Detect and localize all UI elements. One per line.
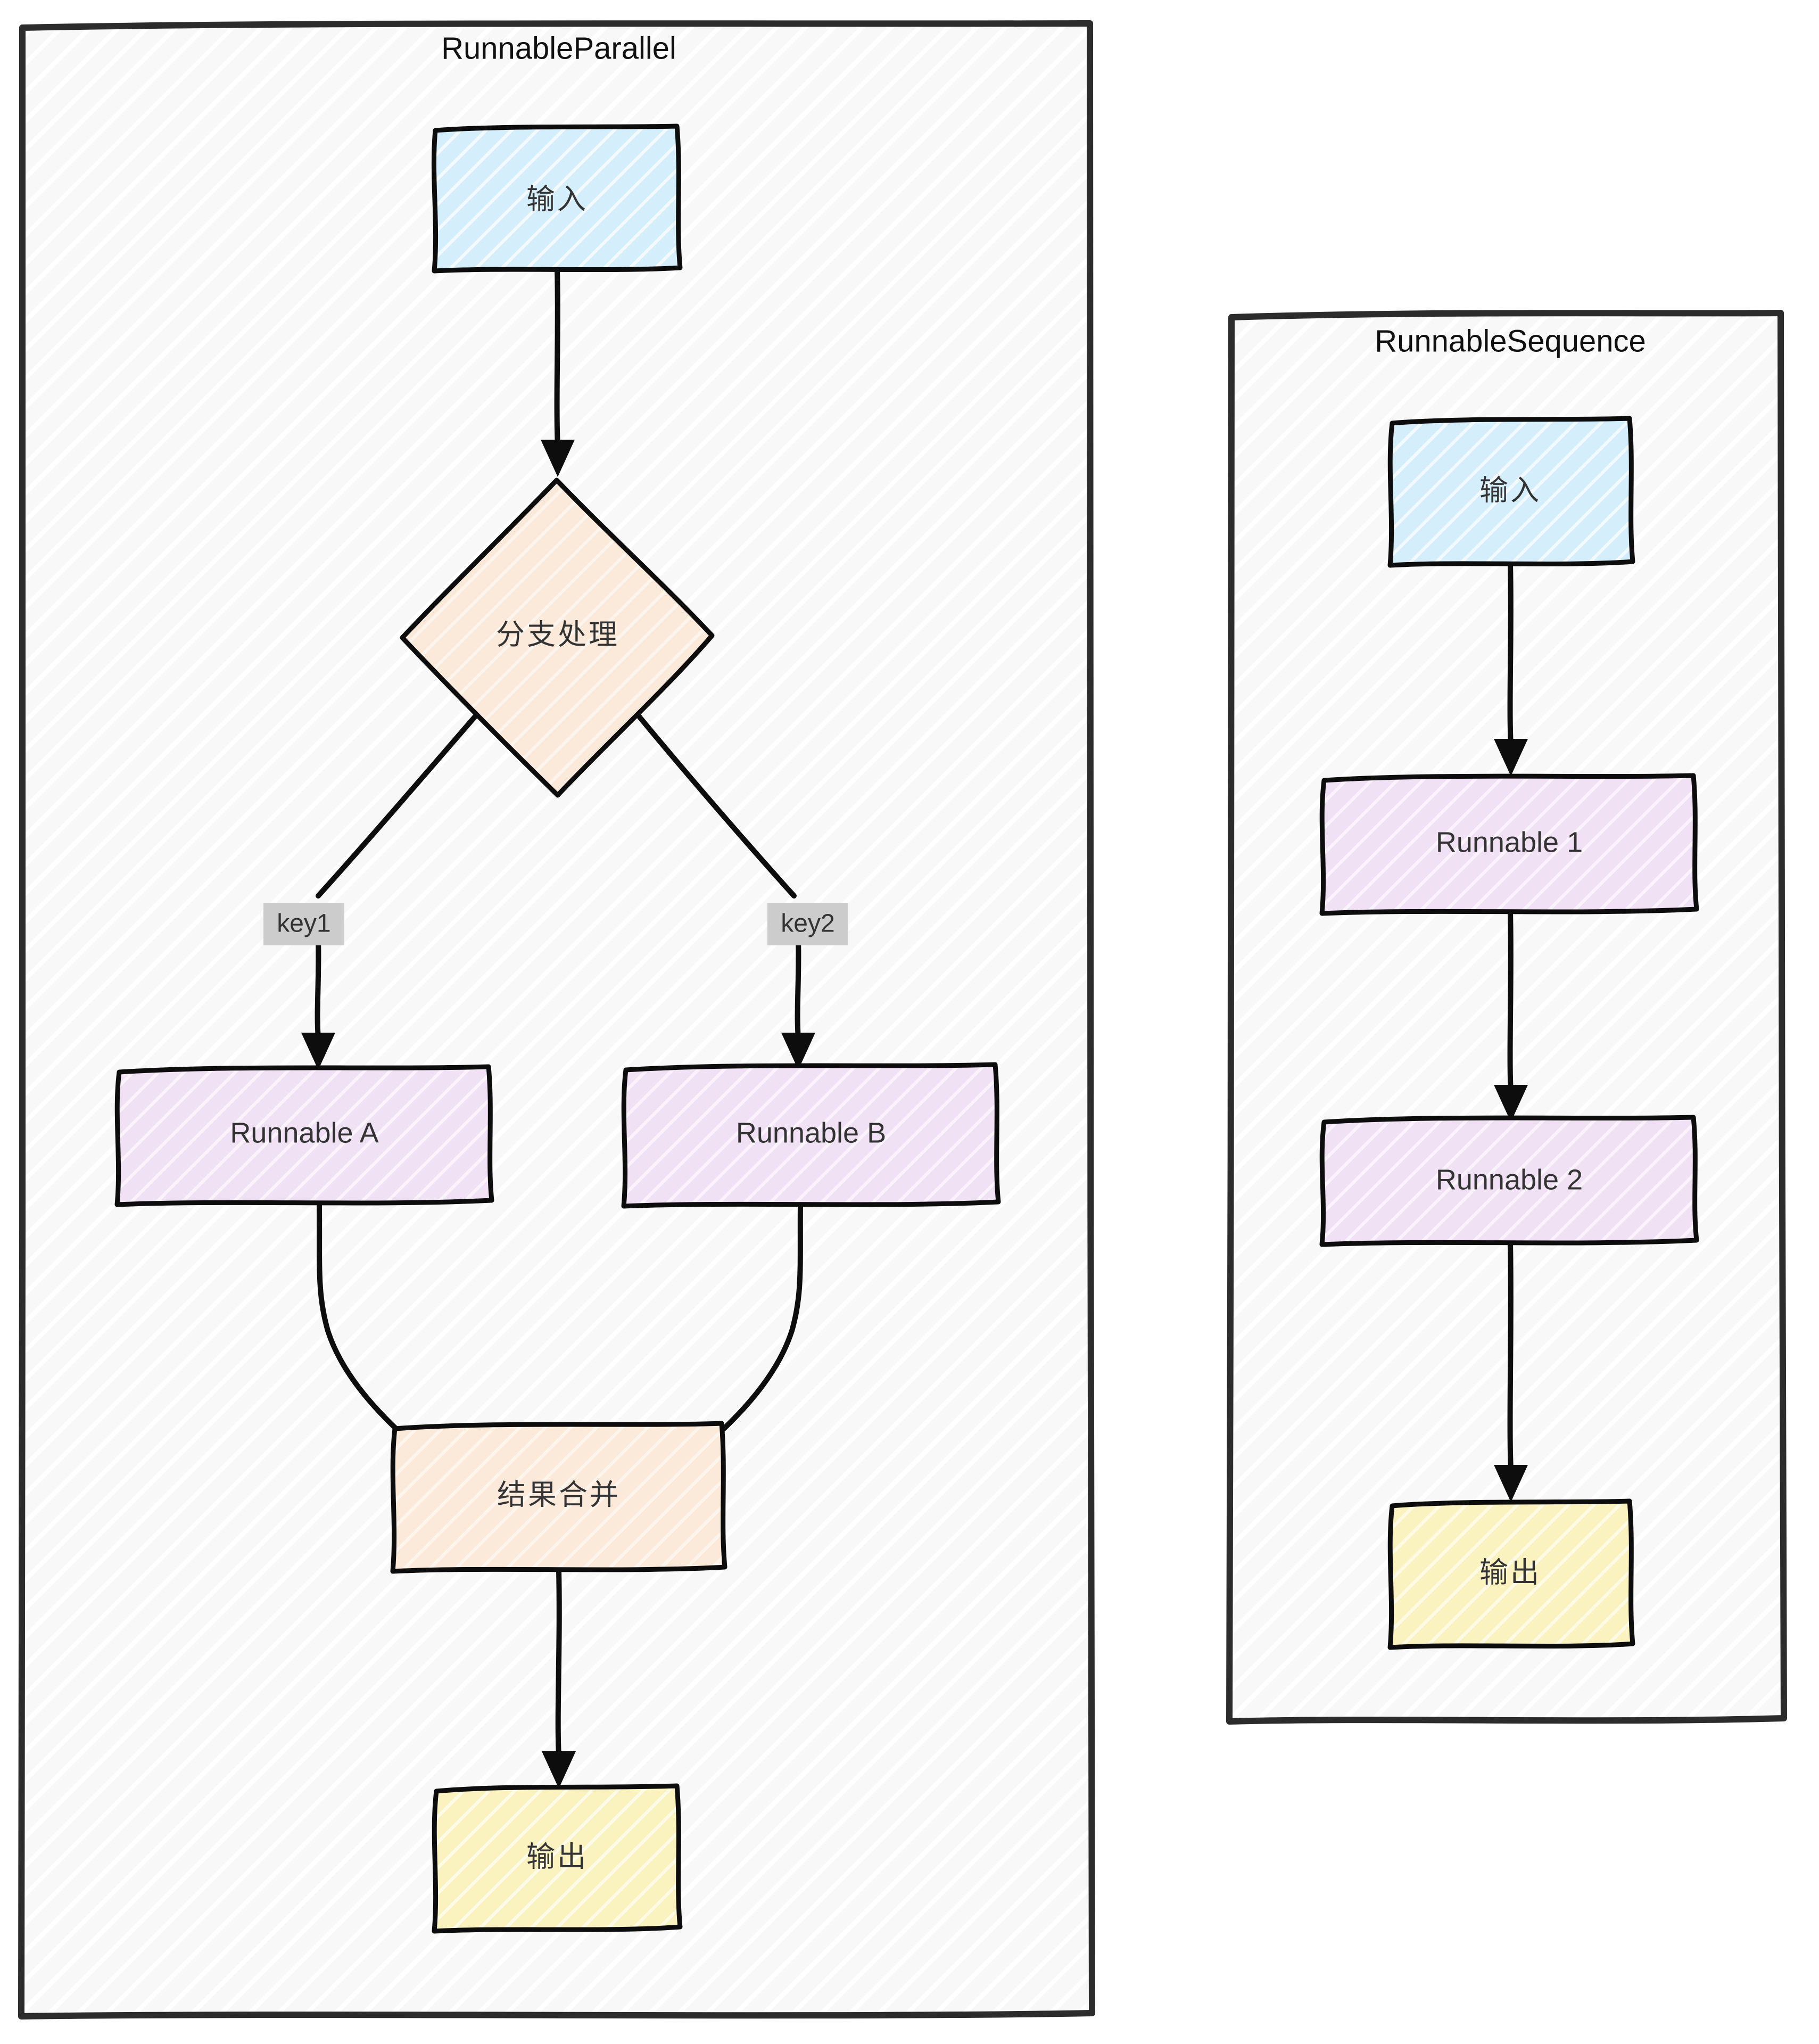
- node-runnable-1[interactable]: Runnable 1: [1319, 773, 1699, 916]
- node-label-runnable-a: Runnable A: [230, 1117, 378, 1149]
- node-runnable-2[interactable]: Runnable 2: [1319, 1115, 1699, 1247]
- edge-merge-to-output: [542, 1568, 576, 1789]
- edge-label-key2-text: key2: [781, 910, 834, 938]
- node-label-runnable-2: Runnable 2: [1436, 1164, 1583, 1196]
- edge-branch-to-runnable-b: [634, 711, 815, 1070]
- container-title-sequence: RunnableSequence: [1375, 324, 1646, 358]
- node-sequence-input[interactable]: 输入: [1387, 416, 1635, 568]
- node-parallel-output[interactable]: 输出: [432, 1783, 683, 1934]
- edge-branch-to-runnable-a: [301, 711, 481, 1070]
- edge-input-to-branch: [541, 268, 575, 477]
- node-label-sequence-output: 输出: [1479, 1556, 1541, 1588]
- edge-runnable2-to-sequence-output: [1494, 1241, 1528, 1502]
- node-parallel-input[interactable]: 输入: [431, 123, 683, 274]
- container-title-parallel: RunnableParallel: [441, 31, 676, 65]
- edge-label-key1-text: key1: [277, 910, 330, 938]
- edge-sequence-input-to-runnable1: [1494, 563, 1528, 776]
- node-runnable-a[interactable]: Runnable A: [114, 1064, 494, 1207]
- container-runnable-sequence: RunnableSequence: [1226, 310, 1787, 1725]
- node-label-merge-result: 结果合并: [497, 1479, 621, 1511]
- node-runnable-b[interactable]: Runnable B: [621, 1062, 1001, 1209]
- edge-label-key1: key1: [263, 903, 344, 945]
- container-runnable-parallel: RunnableParallel: [18, 20, 1095, 2020]
- node-label-parallel-input: 输入: [526, 183, 588, 215]
- edge-label-key2: key2: [767, 903, 848, 945]
- node-label-runnable-1: Runnable 1: [1436, 826, 1583, 858]
- node-branch-decision[interactable]: 分支处理: [400, 477, 715, 798]
- node-merge-result[interactable]: 结果合并: [390, 1421, 727, 1574]
- edge-runnable1-to-runnable2: [1494, 910, 1528, 1122]
- node-label-runnable-b: Runnable B: [736, 1117, 886, 1149]
- node-label-parallel-output: 输出: [526, 1841, 588, 1873]
- node-label-branch-decision: 分支处理: [496, 619, 619, 650]
- node-sequence-output[interactable]: 输出: [1387, 1498, 1635, 1650]
- node-label-sequence-input: 输入: [1479, 474, 1541, 506]
